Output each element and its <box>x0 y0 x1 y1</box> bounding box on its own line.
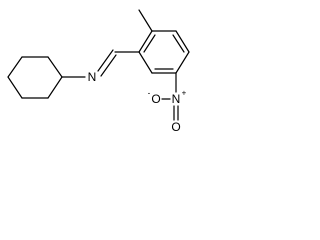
methyl-bond <box>138 9 153 32</box>
bond <box>47 56 63 78</box>
bond <box>7 56 23 78</box>
nitro-oxygen-right-label: O <box>171 120 180 134</box>
nitro-nitrogen-label: N <box>172 92 181 106</box>
molecule-drawing: N N + O <box>7 9 190 135</box>
cyclohexane-ring <box>7 56 63 99</box>
structure-canvas: N N + O <box>0 0 243 140</box>
imine-nitrogen-label: N <box>88 70 97 84</box>
nitro-group: N + O - O <box>148 89 187 135</box>
nitro-nitrogen-charge: + <box>182 89 187 98</box>
nitro-oxygen-left-label: O <box>151 92 160 106</box>
bond <box>47 76 63 99</box>
benzene-ring <box>138 30 190 74</box>
bond <box>7 76 23 99</box>
imine-double-bond <box>97 49 117 77</box>
nitro-oxygen-left-charge: - <box>148 89 151 98</box>
